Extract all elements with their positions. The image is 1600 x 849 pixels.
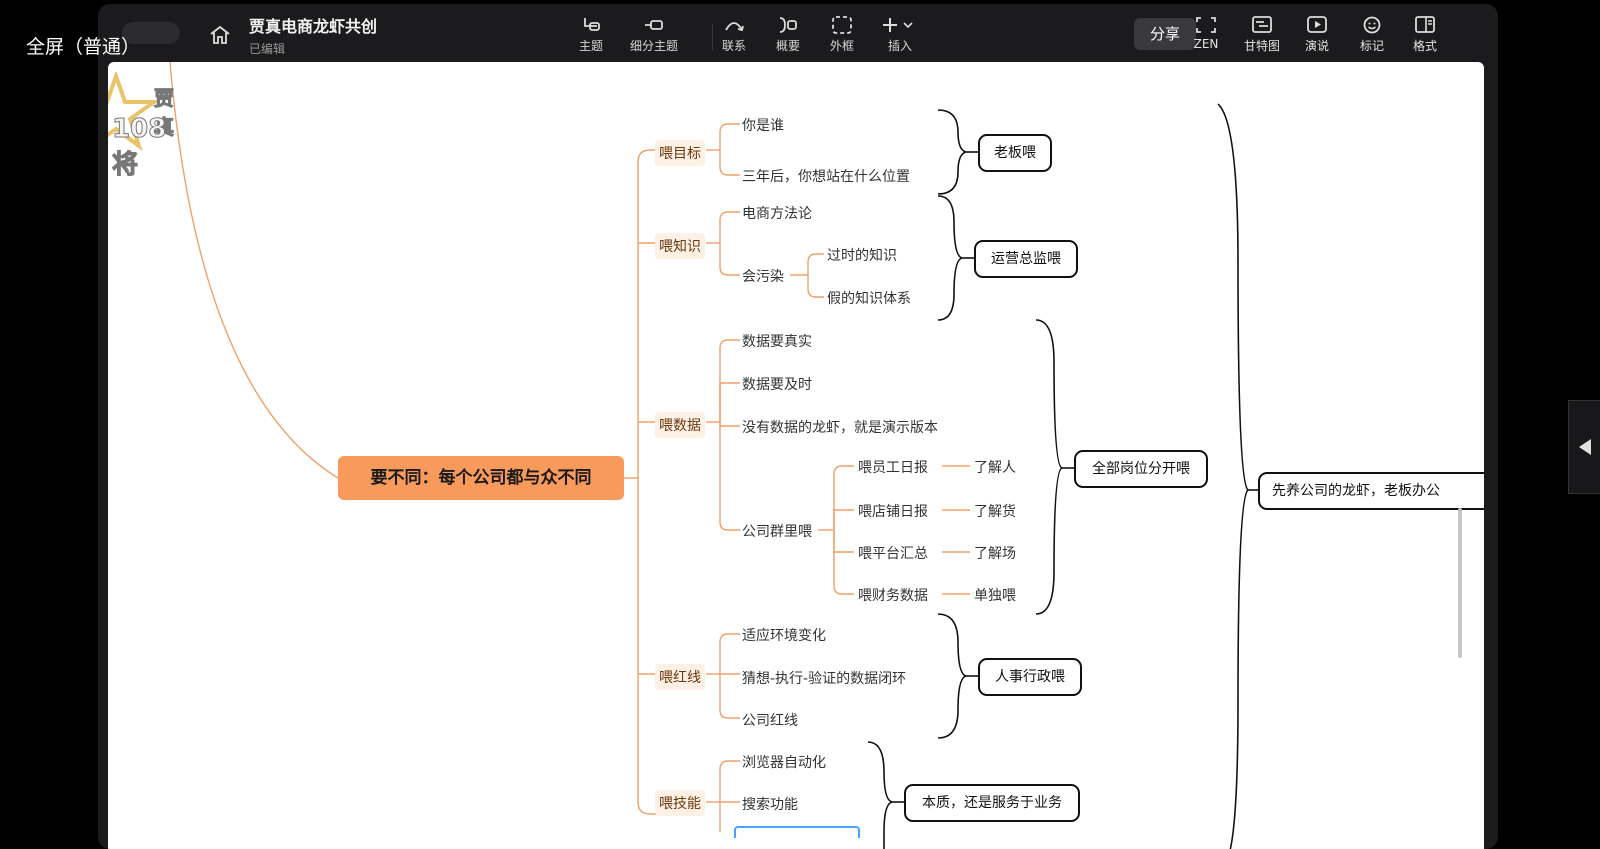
marker-icon bbox=[1363, 16, 1381, 34]
zen-label: ZEN bbox=[1193, 37, 1219, 51]
summary-ops-director-feeds[interactable]: 运营总监喂 bbox=[974, 240, 1078, 278]
brand-logo: 贾真 108将 bbox=[108, 72, 192, 181]
subtopic-pollution[interactable]: 会污染 bbox=[742, 269, 784, 285]
pitch-icon bbox=[1307, 16, 1327, 33]
leaf-know-goods[interactable]: 了解货 bbox=[974, 504, 1016, 520]
top-toolbar: 贾真电商龙虾共创 已编辑 主题 细分主题 联系 概要 外框 插入 分享 bbox=[98, 4, 1498, 62]
subtopic-who-are-you[interactable]: 你是谁 bbox=[742, 118, 784, 134]
gantt-label: 甘特图 bbox=[1243, 39, 1280, 53]
mindmap-canvas[interactable]: 贾真 108将 要不同：每个公司都与众不同 喂目标 喂知识 喂数据 喂红线 喂技… bbox=[108, 62, 1484, 849]
subtopic-platform-summary[interactable]: 喂平台汇总 bbox=[858, 546, 928, 562]
star-icon bbox=[108, 72, 161, 152]
leaf-feed-separately[interactable]: 单独喂 bbox=[974, 588, 1016, 604]
subtopic-staff-daily[interactable]: 喂员工日报 bbox=[858, 460, 928, 476]
boundary-button[interactable]: 外框 bbox=[814, 16, 870, 54]
insert-label: 插入 bbox=[887, 39, 912, 53]
subtopic-data-timely[interactable]: 数据要及时 bbox=[742, 377, 812, 393]
pitch-label: 演说 bbox=[1304, 39, 1329, 53]
summary-hr-admin-feeds[interactable]: 人事行政喂 bbox=[978, 658, 1082, 696]
vertical-scrollbar[interactable] bbox=[1458, 508, 1462, 658]
marker-button[interactable]: 标记 bbox=[1344, 16, 1400, 54]
subtopic-button[interactable]: 细分主题 bbox=[626, 16, 682, 54]
subtopic-company-group[interactable]: 公司群里喂 bbox=[742, 524, 812, 540]
share-button[interactable]: 分享 bbox=[1134, 18, 1196, 50]
summary-icon bbox=[779, 17, 797, 33]
summary-all-roles-feed[interactable]: 全部岗位分开喂 bbox=[1074, 450, 1208, 488]
subtopic-icon bbox=[645, 20, 663, 30]
subtopic-browser-automation[interactable]: 浏览器自动化 bbox=[742, 755, 826, 771]
gantt-icon bbox=[1252, 16, 1272, 33]
gantt-button[interactable]: 甘特图 bbox=[1234, 16, 1290, 54]
chevron-left-icon bbox=[1579, 439, 1591, 455]
edit-status: 已编辑 bbox=[249, 42, 286, 56]
logo-text-bottom: 108将 bbox=[112, 114, 167, 181]
marker-label: 标记 bbox=[1359, 39, 1384, 53]
relationship-icon bbox=[725, 22, 744, 32]
central-topic[interactable]: 要不同：每个公司都与众不同 bbox=[338, 456, 624, 500]
subtopic-adapt-env[interactable]: 适应环境变化 bbox=[742, 628, 826, 644]
summary-boss-feeds[interactable]: 老板喂 bbox=[978, 134, 1052, 172]
relationship-label: 联系 bbox=[721, 39, 746, 53]
fullscreen-mode-label: 全屏（普通） bbox=[26, 36, 141, 58]
summary-raise-company-lobster[interactable]: 先养公司的龙虾，老板办公 bbox=[1258, 472, 1484, 510]
topic-icon bbox=[584, 18, 600, 31]
zen-icon bbox=[1196, 17, 1216, 33]
boundary-label: 外框 bbox=[829, 39, 854, 53]
pitch-button[interactable]: 演说 bbox=[1289, 16, 1345, 54]
side-panel-toggle[interactable] bbox=[1568, 400, 1600, 494]
logo-text-top: 贾真 bbox=[154, 86, 175, 140]
subtopic-outdated-knowledge[interactable]: 过时的知识 bbox=[827, 248, 897, 264]
subtopic-data-real[interactable]: 数据要真实 bbox=[742, 334, 812, 350]
branch-feed-knowledge[interactable]: 喂知识 bbox=[655, 233, 705, 259]
topic-label: 主题 bbox=[578, 39, 603, 53]
mindmap-app-window: 贾真电商龙虾共创 已编辑 主题 细分主题 联系 概要 外框 插入 分享 bbox=[98, 4, 1498, 849]
subtopic-three-years[interactable]: 三年后，你想站在什么位置 bbox=[742, 169, 910, 185]
subtopic-no-data-demo[interactable]: 没有数据的龙虾，就是演示版本 bbox=[742, 420, 938, 436]
insert-button[interactable]: 插入 bbox=[872, 16, 928, 54]
format-label: 格式 bbox=[1412, 39, 1437, 53]
subtopic-finance-data[interactable]: 喂财务数据 bbox=[858, 588, 928, 604]
format-button[interactable]: 格式 bbox=[1397, 16, 1453, 54]
selected-topic-outline[interactable] bbox=[734, 826, 860, 838]
summary-button[interactable]: 概要 bbox=[760, 16, 816, 54]
leaf-know-venue[interactable]: 了解场 bbox=[974, 546, 1016, 562]
summary-serve-business[interactable]: 本质，还是服务于业务 bbox=[904, 784, 1080, 822]
subtopic-search-function[interactable]: 搜索功能 bbox=[742, 797, 798, 813]
home-icon[interactable] bbox=[208, 24, 232, 46]
document-title[interactable]: 贾真电商龙虾共创 bbox=[249, 17, 378, 36]
toolbar-divider bbox=[712, 24, 713, 50]
leaf-know-people[interactable]: 了解人 bbox=[974, 460, 1016, 476]
subtopic-company-redline[interactable]: 公司红线 bbox=[742, 713, 798, 729]
mindmap-connectors bbox=[169, 62, 1258, 849]
window-control[interactable] bbox=[122, 22, 180, 44]
boundary-icon bbox=[832, 16, 852, 34]
branch-feed-goals[interactable]: 喂目标 bbox=[655, 140, 705, 166]
branch-feed-data[interactable]: 喂数据 bbox=[655, 412, 705, 438]
format-icon bbox=[1415, 16, 1435, 33]
topic-button[interactable]: 主题 bbox=[563, 16, 619, 54]
zen-button[interactable]: ZEN bbox=[1178, 16, 1234, 51]
branch-feed-redline[interactable]: 喂红线 bbox=[655, 664, 705, 690]
subtopic-data-loop[interactable]: 猜想-执行-验证的数据闭环 bbox=[742, 671, 907, 687]
branch-feed-skills[interactable]: 喂技能 bbox=[655, 790, 705, 816]
subtopic-store-daily[interactable]: 喂店铺日报 bbox=[858, 504, 928, 520]
insert-icon bbox=[883, 18, 913, 32]
subtopic-label: 细分主题 bbox=[629, 39, 678, 53]
subtopic-fake-knowledge[interactable]: 假的知识体系 bbox=[827, 291, 911, 307]
summary-label: 概要 bbox=[775, 39, 800, 53]
relationship-button[interactable]: 联系 bbox=[706, 16, 762, 54]
subtopic-ecommerce-method[interactable]: 电商方法论 bbox=[742, 206, 812, 222]
